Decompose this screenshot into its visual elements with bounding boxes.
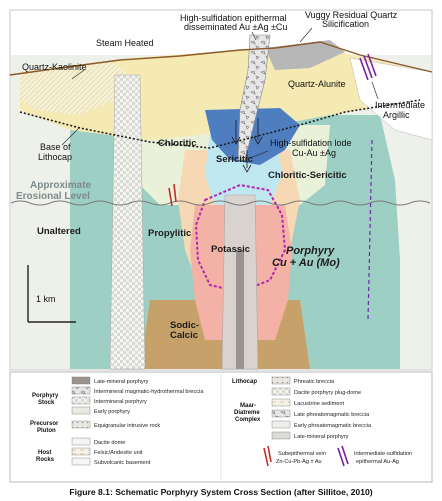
figure-caption: Figure 8.1: Schematic Porphyry System Cr… [69,487,372,497]
label-base-of: Base of [40,142,71,152]
legend-left-item-3: Early porphyry [94,409,130,415]
legend-right-item-4: Early phreatomagmatic breccia [294,423,372,429]
label-calcic: Calcic [170,330,198,341]
legend-left-item-6: Felsic/Andesite unit [94,450,143,456]
late-mineral-porphyry-dyke [236,250,244,369]
label-sericitic: Sericitic [216,154,253,165]
legend-right-item-0: Phreatic breccia [294,379,335,385]
label-hs-lode-metals: Cu-Au ±Ag [292,148,336,158]
legend-right-item-5: Late-mineral porphyry [294,434,349,440]
label-chloritic-sericitic: Chloritic-Sericitic [268,170,347,181]
label-intermediate: Intermediate [375,100,425,110]
legend-group-precursor-2: Pluton [37,428,56,434]
legend-group-lithocap: Lithocap [232,379,257,385]
legend-left-item-7: Subvolcanic basement [94,460,151,466]
label-quartz-kaolinite: Quartz-Kaolinite [22,62,87,72]
label-approximate: Approximate [30,180,92,191]
legend-group-maar-3: Complex [235,417,261,423]
legend-group-maar-2: Diatreme [234,410,260,416]
label-propylitic: Propylitic [148,228,191,239]
legend-vein2: Intermediate-sulfidation [354,451,412,457]
legend-group-host-2: Rocks [36,457,55,463]
legend-right-item-3: Late phreatomagmatic breccia [294,412,370,418]
label-hs-disseminated: disseminated Au ±Ag ±Cu [184,22,287,32]
diatreme-column [110,75,145,369]
legend-group-host-1: Host [38,450,51,456]
legend-group-maar-1: Maar- [240,403,256,409]
legend-right-item-2: Lacustrine sediment [294,401,345,407]
label-cu-au-mo: Cu + Au (Mo) [272,257,340,269]
legend-left-item-1: Intermineral magmatic-hydrothermal brecc… [94,389,204,395]
label-potassic: Potassic [211,244,250,255]
legend-vein1: Subepithermal vein [278,451,326,457]
label-porphyry: Porphyry [286,245,335,257]
label-lithocap: Lithocap [38,152,72,162]
label-steam-heated: Steam Heated [96,38,154,48]
legend-left-swatches [72,377,90,465]
legend-left-item-5: Dacite dome [94,440,125,446]
legend-left-item-2: Intermineral porphyry [94,399,147,405]
legend-left-item-0: Late-mineral porphyry [94,379,149,385]
label-chloritic: Chloritic [158,138,197,149]
label-unaltered: Unaltered [37,226,81,237]
legend-left-item-4: Equigranular intrusive rock [94,423,160,429]
legend-group-porphyry-stock-1: Porphyry [32,393,59,399]
legend-right-item-1: Dacite porphyry plug-dome [294,390,361,396]
legend-vein2b: epithermal Au-Ag [356,459,399,465]
label-silicification: Silicification [322,19,369,29]
label-argillic: Argillic [383,110,410,120]
label-erosional-level: Erosional Level [16,191,90,202]
legend-group-porphyry-stock-2: Stock [38,400,55,406]
legend-group-precursor-1: Precursor [30,421,59,427]
legend-vein1b: Zn-Cu-Pb-Ag ± Au [276,459,322,465]
label-scale: 1 km [36,294,56,304]
label-hs-lode: High-sulfidation lode [270,138,352,148]
label-quartz-alunite: Quartz-Alunite [288,79,346,89]
